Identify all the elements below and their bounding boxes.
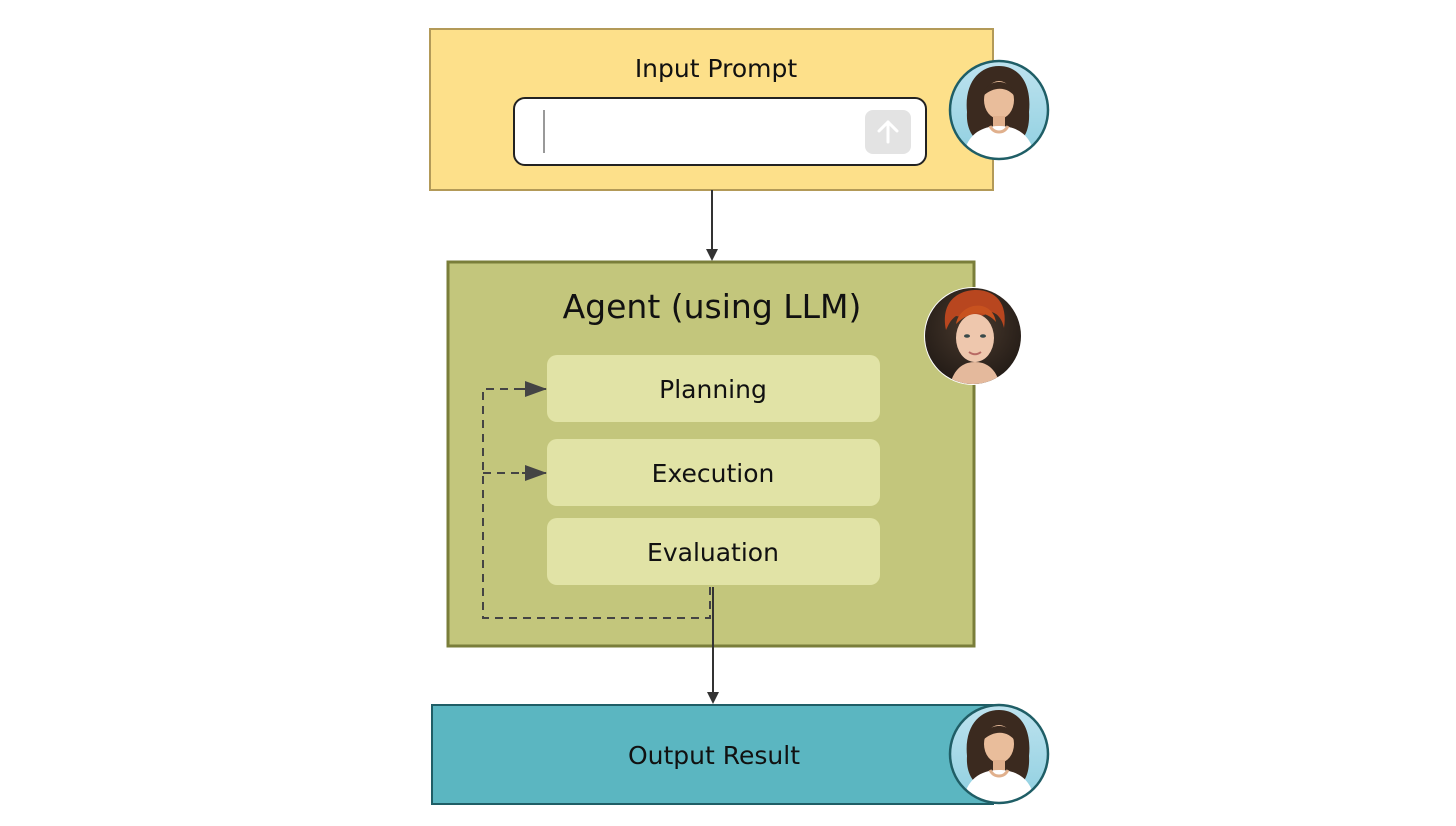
step-execution-bg [547, 439, 880, 506]
prompt-text-field[interactable] [513, 97, 927, 166]
agent-avatar-icon [924, 287, 1022, 385]
agent-title: Agent (using LLM) [563, 287, 862, 326]
step-planning: Planning [547, 355, 880, 422]
step-planning-label: Planning [659, 375, 767, 404]
step-execution: Execution [547, 439, 880, 506]
step-execution-label: Execution [652, 459, 775, 488]
step-evaluation: Evaluation [547, 518, 880, 585]
output-result-box-bg [431, 704, 994, 805]
prompt-text-field-bg[interactable] [513, 97, 927, 166]
feedback-loop-line [482, 388, 711, 619]
step-evaluation-bg [547, 518, 880, 585]
step-evaluation-label: Evaluation [647, 538, 779, 567]
arrow-up-icon [877, 120, 899, 144]
output-result-box: Output Result [431, 704, 994, 805]
user-avatar-icon [948, 59, 1050, 161]
output-result-title: Output Result [628, 741, 800, 770]
input-prompt-box: Input Prompt [429, 28, 994, 191]
send-button[interactable] [865, 110, 911, 154]
step-planning-bg [547, 355, 880, 422]
input-prompt-title: Input Prompt [635, 54, 798, 83]
agent-box: Agent (using LLM) Planning Execution Eva… [446, 260, 976, 648]
user-avatar-icon [948, 703, 1050, 805]
